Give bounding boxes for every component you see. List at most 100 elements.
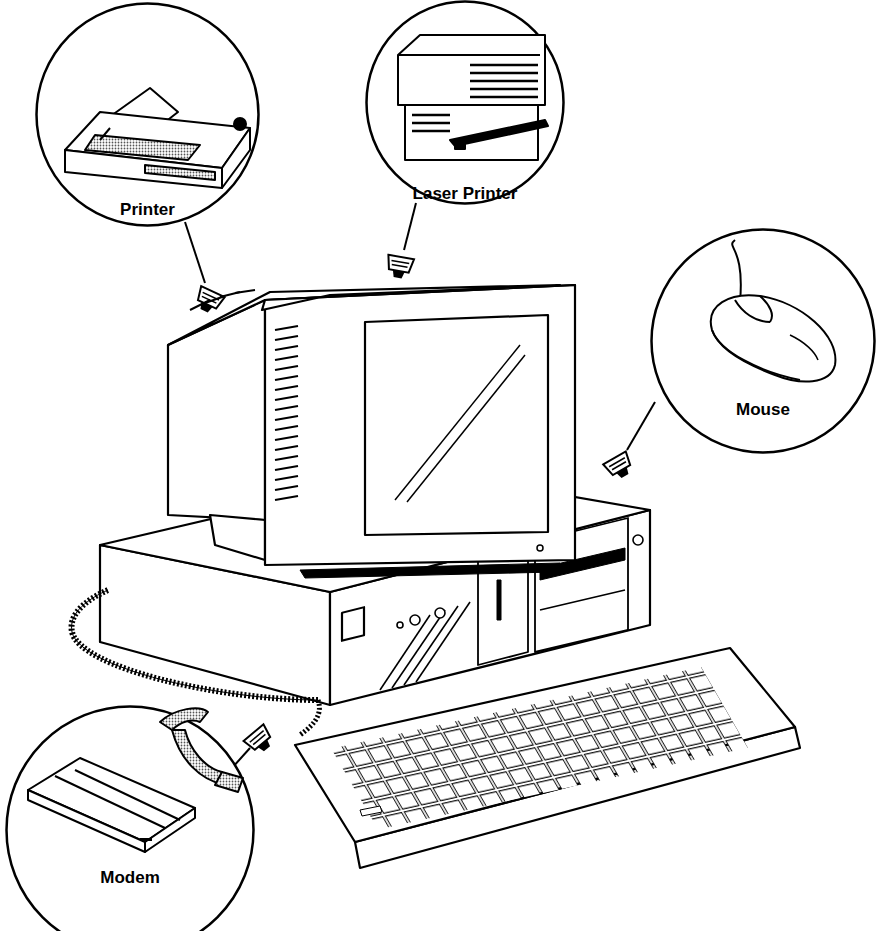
keyboard bbox=[360, 806, 382, 816]
system-unit bbox=[633, 535, 643, 545]
modem-drawing bbox=[140, 838, 152, 841]
laser-printer-drawing bbox=[398, 35, 545, 105]
printer-drawing bbox=[100, 128, 110, 140]
peripheral-label: Printer bbox=[35, 200, 260, 220]
circle-outline bbox=[650, 228, 876, 454]
mouse-drawing bbox=[711, 240, 836, 382]
laser-printer-drawing bbox=[470, 88, 538, 91]
connector-plug bbox=[385, 255, 414, 280]
laser-printer-drawing bbox=[398, 54, 540, 56]
printer-drawing bbox=[145, 165, 215, 180]
system-unit bbox=[535, 518, 628, 652]
cable bbox=[627, 402, 655, 450]
system-unit bbox=[100, 470, 650, 592]
monitor bbox=[210, 515, 265, 560]
monitor bbox=[275, 346, 298, 350]
keyboard bbox=[355, 727, 800, 868]
monitor bbox=[205, 296, 225, 303]
cable bbox=[404, 203, 416, 250]
coiled-cord bbox=[72, 590, 318, 700]
keyboard bbox=[295, 648, 795, 842]
laser-printer-drawing bbox=[398, 35, 548, 160]
peripheral-label: Laser Printer bbox=[365, 184, 565, 204]
printer-drawing bbox=[65, 150, 222, 188]
peripheral-circle: Laser Printer bbox=[365, 0, 565, 205]
peripheral-label: Modem bbox=[5, 868, 255, 888]
monitor bbox=[235, 290, 255, 293]
monitor bbox=[365, 315, 548, 535]
printer-drawing bbox=[234, 118, 246, 130]
monitor bbox=[275, 466, 298, 470]
circle-outline bbox=[5, 705, 255, 931]
printer-drawing bbox=[108, 88, 178, 140]
circle-outline bbox=[365, 0, 565, 205]
modem-drawing bbox=[215, 772, 243, 792]
peripheral-label: Mouse bbox=[650, 400, 876, 420]
monitor bbox=[275, 356, 298, 360]
monitor bbox=[275, 336, 298, 340]
system-unit bbox=[380, 602, 470, 690]
keyboard bbox=[331, 667, 748, 829]
monitor bbox=[407, 355, 525, 502]
monitor bbox=[275, 396, 298, 400]
laser-printer-drawing bbox=[412, 65, 538, 131]
monitor bbox=[262, 285, 575, 310]
connector-plug bbox=[192, 286, 224, 316]
system-unit bbox=[540, 590, 625, 610]
mouse-drawing bbox=[790, 335, 818, 360]
monitor bbox=[275, 496, 298, 500]
monitor bbox=[395, 345, 520, 500]
coiled-cord bbox=[72, 590, 318, 700]
system-unit bbox=[416, 602, 470, 682]
cable bbox=[185, 203, 655, 768]
printer-drawing bbox=[65, 112, 250, 168]
modem-drawing bbox=[55, 776, 165, 828]
laser-printer-drawing bbox=[412, 130, 450, 133]
monitor bbox=[275, 376, 298, 380]
system-unit bbox=[342, 607, 364, 640]
monitor bbox=[220, 292, 240, 297]
system-unit bbox=[100, 470, 650, 705]
monitor bbox=[190, 290, 255, 310]
system-unit bbox=[478, 543, 528, 665]
monitor bbox=[275, 456, 298, 460]
laser-printer-drawing bbox=[450, 120, 548, 146]
system-unit bbox=[330, 510, 650, 705]
monitor bbox=[168, 300, 265, 520]
circle-outline bbox=[37, 4, 259, 226]
coiled-cord bbox=[300, 700, 319, 735]
monitor bbox=[275, 486, 298, 490]
modem-drawing bbox=[145, 808, 195, 852]
monitor bbox=[275, 326, 298, 330]
monitor bbox=[168, 285, 575, 578]
monitor bbox=[275, 426, 298, 430]
modem-drawing bbox=[28, 708, 243, 852]
monitor bbox=[275, 446, 298, 450]
system-unit bbox=[540, 548, 625, 580]
monitor bbox=[275, 406, 298, 410]
laser-printer-drawing bbox=[412, 114, 450, 117]
laser-printer-drawing bbox=[412, 122, 450, 125]
circle-outline bbox=[35, 2, 260, 227]
laser-printer-drawing bbox=[470, 64, 538, 67]
mouse-drawing bbox=[732, 240, 741, 302]
circle-outline bbox=[367, 2, 564, 204]
modem-drawing bbox=[160, 708, 208, 730]
printer-drawing bbox=[222, 128, 250, 188]
mouse-drawing bbox=[712, 330, 800, 380]
monitor bbox=[275, 366, 298, 370]
printer-drawing bbox=[65, 88, 250, 188]
system-unit bbox=[392, 610, 445, 688]
monitor bbox=[275, 436, 298, 440]
modem-drawing bbox=[172, 730, 225, 785]
modem-drawing bbox=[28, 758, 195, 842]
system-unit bbox=[380, 615, 430, 690]
modem-drawing bbox=[75, 770, 180, 820]
system-unit bbox=[410, 615, 420, 625]
circle-outline bbox=[652, 230, 875, 453]
laser-printer-drawing bbox=[455, 142, 465, 149]
monitor bbox=[275, 416, 298, 420]
monitor bbox=[537, 545, 543, 551]
